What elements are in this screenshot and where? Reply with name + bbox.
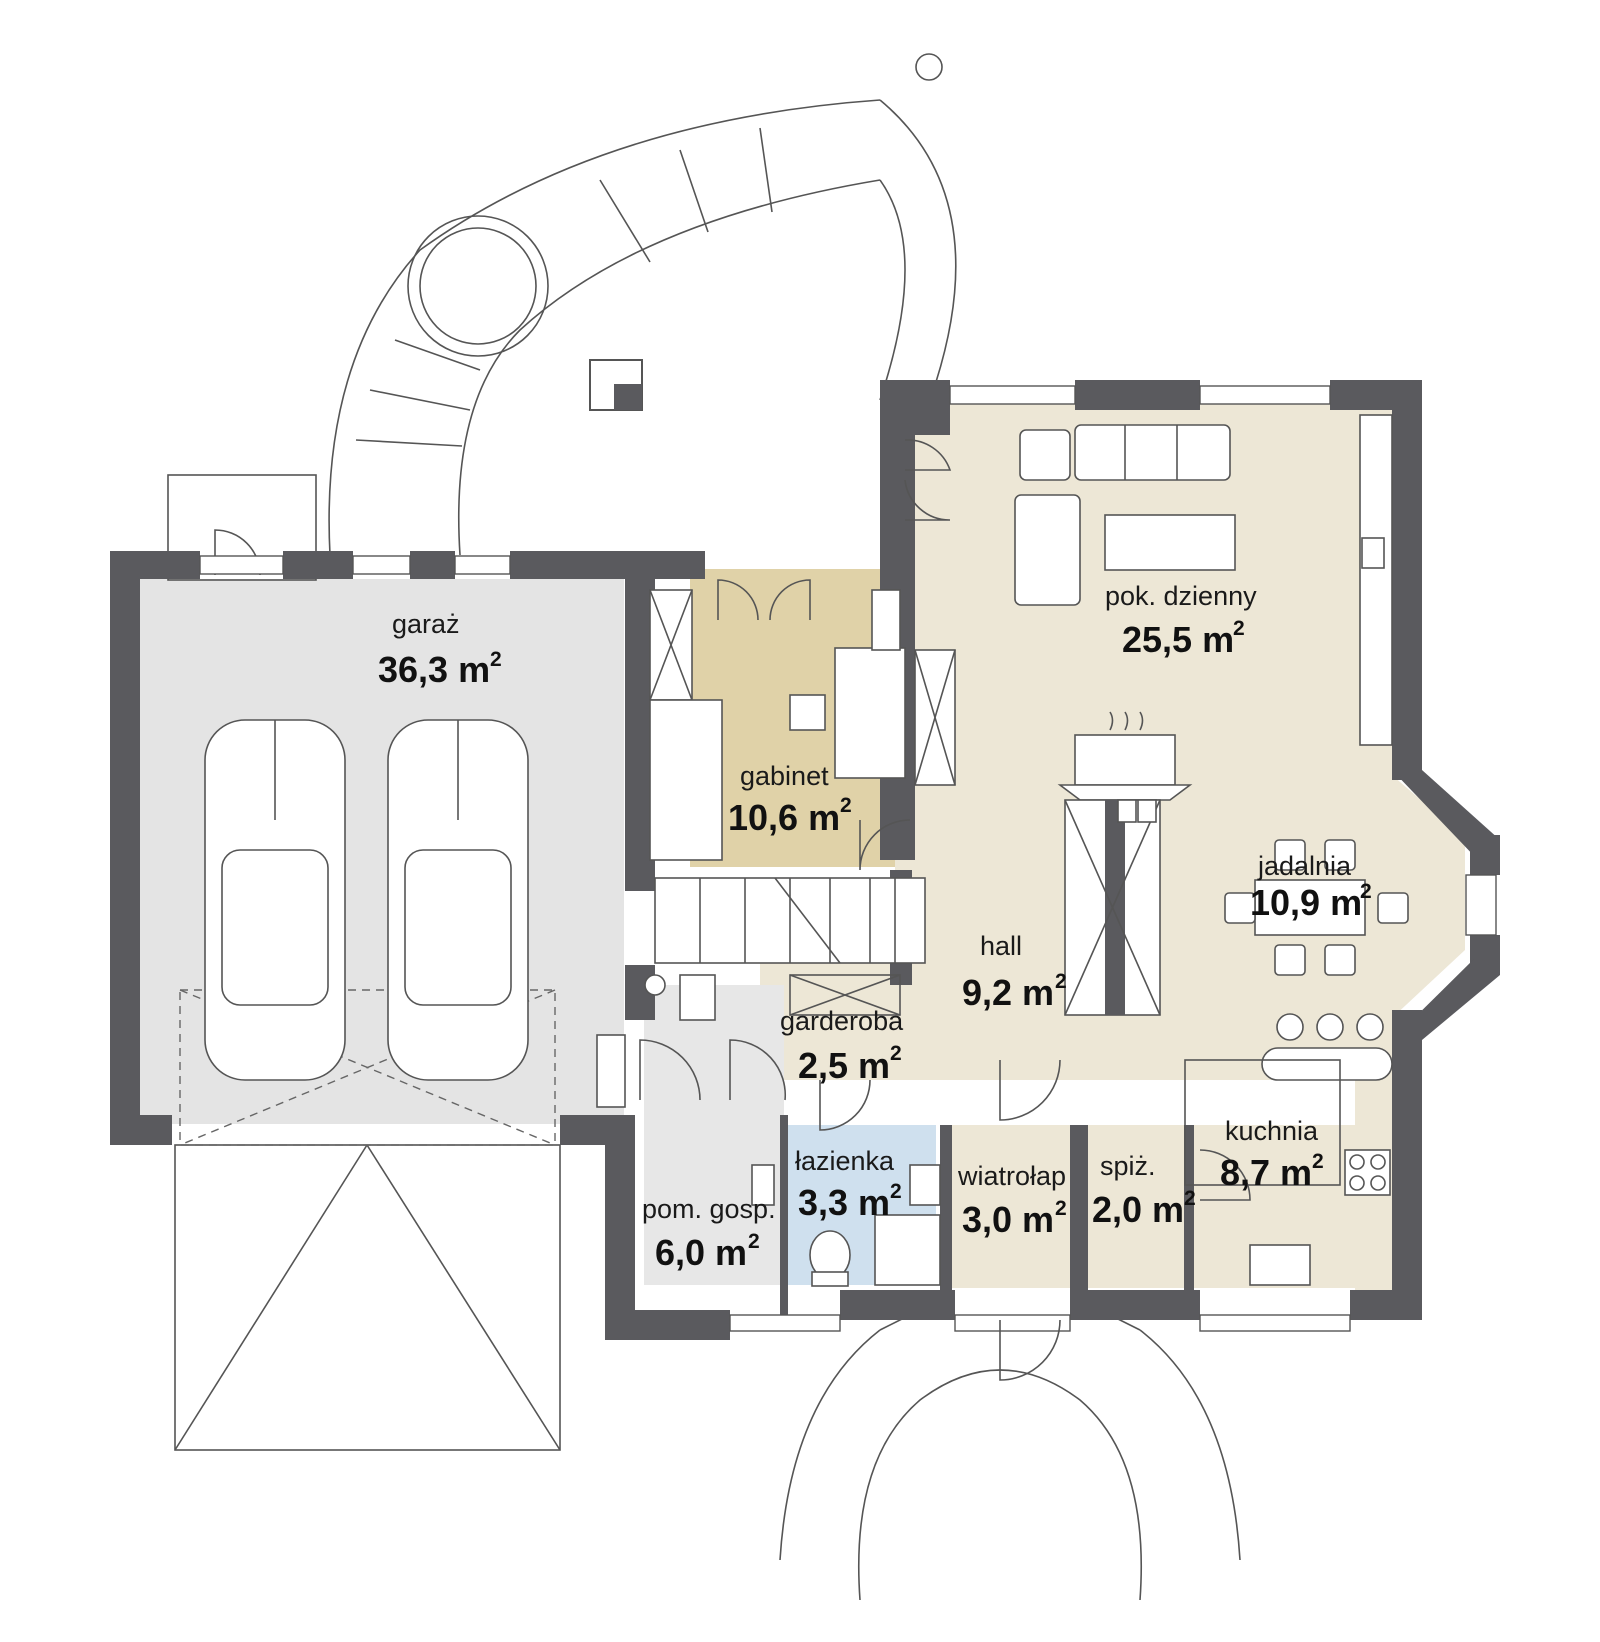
wardrobe-floor [784, 975, 912, 1065]
shower [874, 1214, 941, 1286]
room-labels: garaż 36,3 m 2 gabinet 10,6 m 2 pok. dzi… [378, 581, 1372, 1273]
kitchen-counter [1261, 1047, 1393, 1081]
room-area-sup-garderoba: 2 [890, 1042, 902, 1065]
room-name-spiz: spiż. [1100, 1151, 1156, 1181]
outdoor-elements [167, 53, 1241, 1601]
dining-table [1254, 879, 1366, 936]
room-area-sup-wiatrolap: 2 [1055, 1197, 1067, 1220]
room-area-sup-hall: 2 [1055, 970, 1067, 993]
room-name-kuchnia: kuchnia [1225, 1116, 1319, 1146]
pantry-floor [1088, 1125, 1184, 1288]
room-name-garderoba: garderoba [780, 1006, 904, 1036]
room-area-garderoba: 2,5 m [798, 1045, 890, 1086]
room-area-sup-kuchnia: 2 [1312, 1150, 1324, 1173]
vestibule-floor [948, 1125, 1074, 1288]
windows [199, 385, 1497, 1332]
round-planter [419, 227, 537, 345]
lamp-post [915, 53, 943, 81]
walls [110, 380, 1500, 1340]
room-name-garaz: garaż [392, 609, 460, 639]
room-area-lazienka: 3,3 m [798, 1182, 890, 1223]
room-name-pok-dzienny: pok. dzienny [1105, 581, 1257, 611]
side-shelf [1359, 414, 1393, 746]
driveway-canopy [174, 1144, 561, 1451]
car-left [204, 719, 346, 1081]
room-area-gabinet: 10,6 m [728, 797, 840, 838]
armchair [1014, 494, 1081, 606]
room-area-jadalnia: 10,9 m [1250, 882, 1362, 923]
room-area-sup-pom-gosp: 2 [748, 1230, 760, 1253]
room-area-pok-dzienny: 25,5 m [1122, 619, 1234, 660]
door-swings [639, 439, 1251, 1381]
room-area-sup-garaz: 2 [490, 648, 502, 671]
room-area-sup-lazienka: 2 [890, 1180, 902, 1203]
room-area-sup-pok-dzienny: 2 [1233, 617, 1245, 640]
room-name-jadalnia: jadalnia [1257, 851, 1352, 881]
room-area-pom-gosp: 6,0 m [655, 1232, 747, 1273]
room-name-pom-gosp: pom. gosp. [642, 1194, 776, 1224]
room-name-lazienka: łazienka [795, 1146, 895, 1176]
room-area-kuchnia: 8,7 m [1220, 1152, 1312, 1193]
room-area-sup-spiz: 2 [1184, 1187, 1196, 1210]
staircase [654, 877, 926, 964]
coffee-table [1104, 514, 1236, 571]
room-name-hall: hall [980, 931, 1022, 961]
furniture [204, 414, 1409, 1287]
room-name-gabinet: gabinet [740, 761, 829, 791]
room-area-sup-gabinet: 2 [840, 794, 852, 817]
room-area-hall: 9,2 m [962, 972, 1054, 1013]
room-area-wiatrolap: 3,0 m [962, 1199, 1054, 1240]
kitchen-sink [1249, 1244, 1311, 1286]
desk [834, 647, 906, 779]
room-name-wiatrolap: wiatrołap [957, 1161, 1066, 1191]
sofa [1074, 424, 1231, 481]
fireplace [1074, 734, 1176, 786]
room-area-garaz: 36,3 m [378, 649, 490, 690]
car-right [387, 719, 529, 1081]
room-area-sup-jadalnia: 2 [1360, 880, 1372, 903]
room-area-spiz: 2,0 m [1092, 1189, 1184, 1230]
utility-floor [644, 985, 784, 1285]
